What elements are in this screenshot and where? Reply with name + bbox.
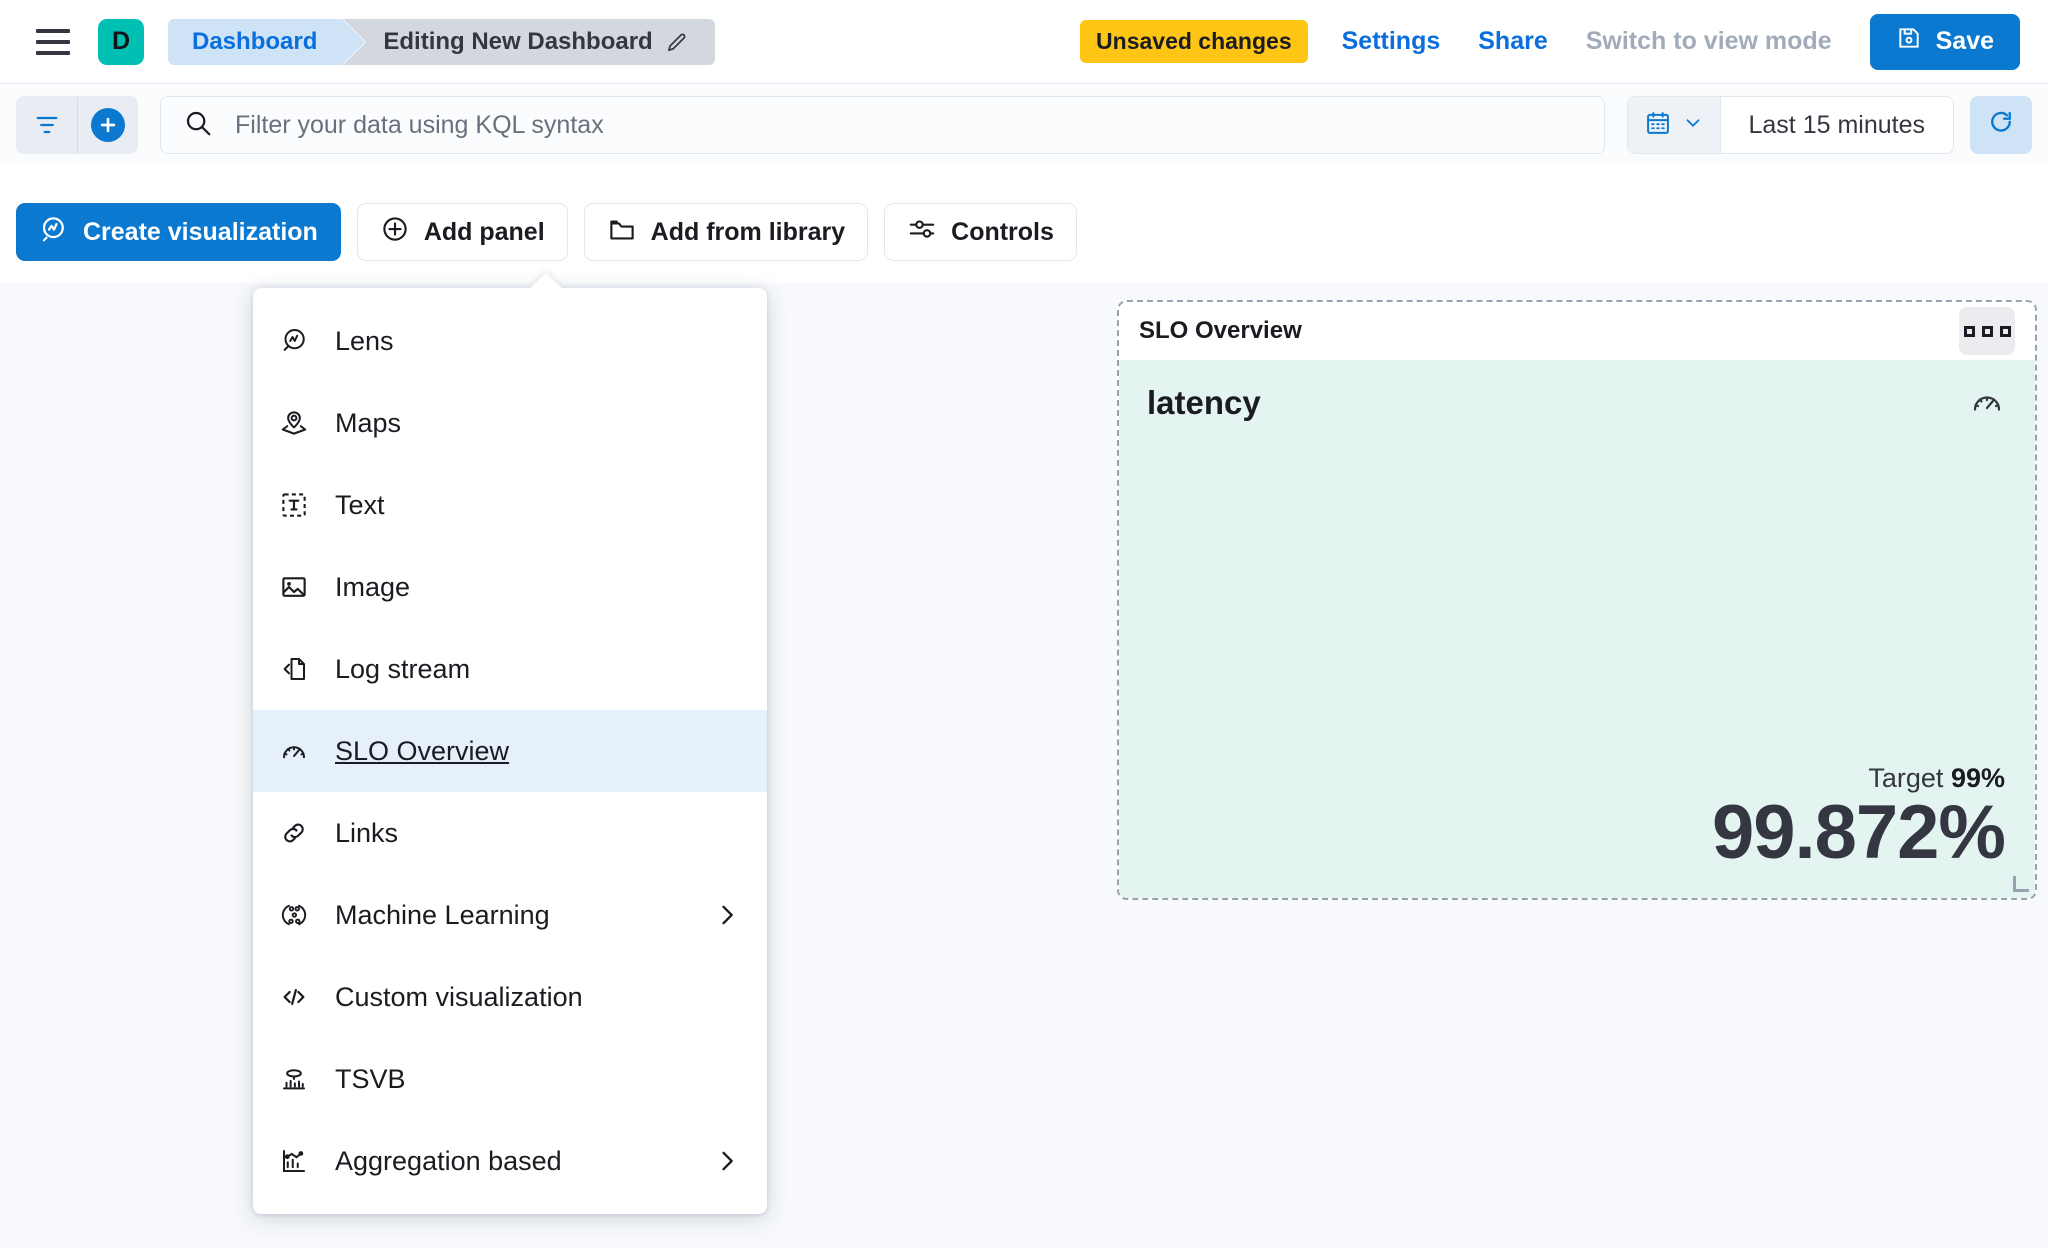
filter-icon[interactable] (17, 97, 77, 153)
breadcrumb: Dashboard Editing New Dashboard (168, 18, 715, 65)
log-stream-icon (279, 654, 309, 684)
add-panel-label: Add panel (423, 217, 545, 246)
calendar-icon (1644, 109, 1672, 142)
query-bar: Filter your data using KQL syntax Last 1… (0, 85, 2048, 165)
lens-icon (39, 214, 69, 251)
search-icon (183, 108, 213, 143)
breadcrumb-editing[interactable]: Editing New Dashboard (343, 18, 715, 65)
save-button[interactable]: Save (1869, 13, 2020, 70)
switch-to-view-mode-button[interactable]: Switch to view mode (1585, 27, 1832, 55)
menu-item-label: Image (335, 571, 411, 602)
menu-item-text[interactable]: Text (253, 464, 767, 546)
add-from-library-button[interactable]: Add from library (583, 203, 869, 261)
machine-learning-icon (279, 900, 309, 930)
menu-item-log-stream[interactable]: Log stream (253, 628, 767, 710)
hamburger-icon[interactable] (32, 21, 74, 63)
panel-header: SLO Overview (1119, 302, 2035, 360)
slo-target-value: 99% (1950, 763, 2005, 794)
chevron-right-icon (713, 901, 741, 929)
breadcrumb-dashboard-label: Dashboard (192, 27, 318, 55)
menu-item-aggregation-based[interactable]: Aggregation based (253, 1120, 767, 1202)
breadcrumb-editing-label: Editing New Dashboard (383, 27, 653, 55)
menu-item-machine-learning[interactable]: Machine Learning (253, 874, 767, 956)
slo-sli-value: 99.872% (1711, 790, 2006, 876)
popover-arrow (529, 273, 563, 289)
share-button[interactable]: Share (1478, 27, 1548, 55)
save-button-label: Save (1935, 27, 1994, 55)
header-actions: Unsaved changes Settings Share Switch to… (1080, 13, 2048, 70)
search-input-placeholder: Filter your data using KQL syntax (235, 110, 604, 139)
menu-item-label: TSVB (335, 1063, 406, 1094)
lens-icon (279, 326, 309, 356)
app-header: D Dashboard Editing New Dashboard Unsave… (0, 0, 2048, 84)
calendar-quickselect-button[interactable] (1627, 97, 1721, 153)
pencil-icon[interactable] (665, 30, 689, 54)
filter-group (16, 96, 138, 154)
add-filter-button[interactable] (77, 97, 137, 153)
folder-icon (607, 214, 637, 251)
sliders-icon (907, 214, 937, 251)
add-panel-button[interactable]: Add panel (356, 203, 568, 261)
menu-item-maps[interactable]: Maps (253, 382, 767, 464)
dashboard-toolbar: Create visualization Add panel Add from … (16, 203, 1077, 261)
code-icon (279, 982, 309, 1012)
date-picker: Last 15 minutes (1626, 96, 1954, 154)
menu-item-label: Machine Learning (335, 899, 550, 930)
menu-item-label: Log stream (335, 653, 471, 684)
context-dot (1963, 325, 1975, 337)
menu-item-custom-visualization[interactable]: Custom visualization (253, 956, 767, 1038)
plus-circle-outline-icon (380, 214, 410, 251)
menu-item-image[interactable]: Image (253, 546, 767, 628)
menu-item-label: Lens (335, 325, 394, 356)
gauge-icon (279, 736, 309, 766)
panel-title: SLO Overview (1139, 317, 1302, 344)
gauge-icon (1969, 384, 2005, 420)
breadcrumb-dashboard[interactable]: Dashboard (168, 18, 366, 65)
menu-item-links[interactable]: Links (253, 792, 767, 874)
refresh-button[interactable] (1970, 96, 2032, 154)
panel-body: latency Target 99% 99.872% (1119, 360, 2035, 898)
create-visualization-button[interactable]: Create visualization (16, 203, 341, 261)
search-input[interactable]: Filter your data using KQL syntax (160, 96, 1605, 154)
context-dot (1981, 325, 1993, 337)
save-disk-icon (1896, 25, 1922, 58)
add-from-library-label: Add from library (650, 217, 846, 246)
create-visualization-label: Create visualization (83, 217, 318, 246)
menu-item-tsvb[interactable]: TSVB (253, 1038, 767, 1120)
menu-item-label: Links (335, 817, 399, 848)
menu-item-label: Aggregation based (335, 1145, 562, 1176)
link-icon (279, 818, 309, 848)
slo-target: Target 99% (1147, 763, 2005, 794)
menu-item-label: SLO Overview (335, 735, 510, 766)
unsaved-changes-badge: Unsaved changes (1080, 20, 1308, 63)
controls-button[interactable]: Controls (884, 203, 1077, 261)
menu-item-label: Maps (335, 407, 402, 438)
slo-target-label: Target (1868, 763, 1944, 794)
menu-item-lens[interactable]: Lens (253, 300, 767, 382)
context-dot (1999, 325, 2011, 337)
map-marker-layers-icon (279, 408, 309, 438)
app-badge: D (98, 18, 144, 65)
aggregation-chart-icon (279, 1146, 309, 1176)
chevron-right-icon (713, 1147, 741, 1175)
slo-overview-panel[interactable]: SLO Overview latency Target 99% 99.872% (1117, 300, 2037, 900)
menu-item-label: Custom visualization (335, 981, 583, 1012)
settings-button[interactable]: Settings (1341, 27, 1441, 55)
image-icon (279, 572, 309, 602)
panel-resize-handle[interactable] (2013, 876, 2029, 892)
plus-circle-icon (90, 108, 125, 142)
time-range-label[interactable]: Last 15 minutes (1748, 110, 1926, 139)
chevron-down-icon (1682, 112, 1704, 139)
controls-label: Controls (951, 217, 1054, 246)
panel-context-menu-icon[interactable] (1959, 307, 2015, 355)
refresh-icon (1986, 108, 2016, 143)
text-box-icon (279, 490, 309, 520)
slo-metric-name: latency (1147, 384, 1261, 421)
menu-item-label: Text (335, 489, 385, 520)
tsvb-chart-icon (279, 1064, 309, 1094)
panel-body-bottom: Target 99% 99.872% (1147, 763, 2006, 876)
add-panel-menu: Lens Maps Text Image (253, 273, 767, 1214)
panel-body-top: latency (1147, 384, 2005, 422)
menu-item-slo-overview[interactable]: SLO Overview (253, 710, 767, 792)
